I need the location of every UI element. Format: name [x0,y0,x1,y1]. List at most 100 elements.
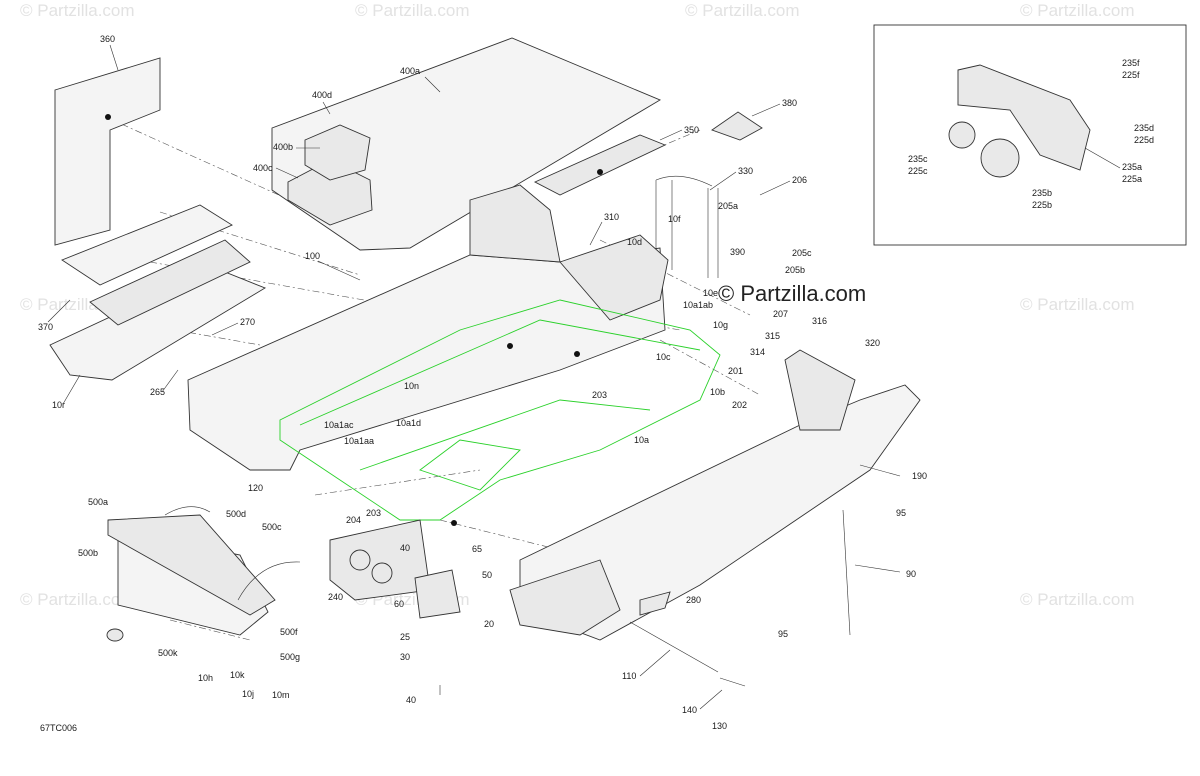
callout: 10a1d [396,418,421,428]
callout: 400b [273,142,293,152]
inset-bezel-235c [948,121,976,149]
tub-10a-outline [279,299,721,521]
watermark: © Partzilla.com [685,1,800,20]
ref-dot [597,169,603,175]
callout: 10c [656,352,671,362]
callout: 225b [1032,200,1052,210]
bolt-130 [719,677,746,687]
inset-bracket-235a [957,64,1091,171]
plate-280 [639,591,671,616]
frame-310 [469,184,561,263]
callout: 10k [230,670,245,680]
ref-dot [451,520,457,526]
callout: 202 [732,400,747,410]
diagram-id: 67TC006 [40,723,77,733]
side-310 [559,234,669,321]
callout: 65 [472,544,482,554]
callout: 60 [394,599,404,609]
callout: 500d [226,509,246,519]
callout: 140 [682,705,697,715]
callout: 95 [896,508,906,518]
callout: 280 [686,595,701,605]
callout: 205b [785,265,805,275]
callout: 500k [158,648,178,658]
shield-370 [61,204,233,286]
callout: 315 [765,331,780,341]
cable-500d [164,506,211,516]
cable-500c [237,561,301,601]
callout: 500c [262,522,282,532]
callout: 10h [198,673,213,683]
callout: 235c [908,154,928,164]
tub-10a-rib [359,399,651,471]
tailgate-500a [107,514,276,616]
inset-lamp-235b [980,138,1020,178]
callout: 225c [908,166,928,176]
callout: 316 [812,316,827,326]
panel-360 [54,57,161,246]
callout: 10e [703,288,718,298]
inset-box [873,24,1187,246]
tub-10a-pocket [419,439,521,491]
ref-dot [507,343,513,349]
lamp-right [371,562,393,584]
callout: 95 [778,629,788,639]
callout: 10r [52,400,65,410]
callout: 120 [248,483,263,493]
callout: 380 [782,98,797,108]
callout: 270 [240,317,255,327]
callout: 400a [400,66,420,76]
tub-10a-edge [299,319,701,426]
callout: 235f [1122,58,1140,68]
callout: 390 [730,247,745,257]
callout: 10m [272,690,290,700]
callout: 40 [400,543,410,553]
callout: 201 [728,366,743,376]
bracket-380 [711,111,763,141]
callout: 10a1ac [324,420,354,430]
frame-190-end [509,559,621,636]
callout: 500g [280,652,300,662]
callout: 190 [912,471,927,481]
callout: 330 [738,166,753,176]
callout: 500b [78,548,98,558]
callout: 235a [1122,162,1142,172]
callout: 30 [400,652,410,662]
callout: 204 [346,515,361,525]
callout: 265 [150,387,165,397]
callout: 500f [280,627,298,637]
callout: 40 [406,695,416,705]
strut-90 [842,509,851,636]
panel-350 [533,134,667,196]
callout-layer: 360 400a 400d 400b 400c 380 350 330 206 … [38,34,1154,733]
bracket-frame-190 [784,349,856,431]
watermark: © Partzilla.com [1020,590,1135,609]
callout: 360 [100,34,115,44]
callout: 225a [1122,174,1142,184]
callout: 10b [710,387,725,397]
callout: 235b [1032,188,1052,198]
callout: 10a1aa [344,436,374,446]
callout: 310 [604,212,619,222]
lamp-left [349,549,371,571]
watermark-center: © Partzilla.com [718,281,866,306]
callout: 207 [773,309,788,319]
emblem-500k [106,628,124,642]
callout: 500a [88,497,108,507]
leader-lines [47,44,1121,710]
callout: 225d [1134,135,1154,145]
callout: 50 [482,570,492,580]
watermark: © Partzilla.com [20,1,135,20]
callout: 205c [792,248,812,258]
callout: 350 [684,125,699,135]
callout: 314 [750,347,765,357]
callout: 205a [718,201,738,211]
callout: 370 [38,322,53,332]
callout: 206 [792,175,807,185]
callout: 320 [865,338,880,348]
callout: 25 [400,632,410,642]
bracket-204 [329,519,431,601]
callout: 10a1ab [683,300,713,310]
shield-370-inner [89,239,251,326]
callout: 10n [404,381,419,391]
